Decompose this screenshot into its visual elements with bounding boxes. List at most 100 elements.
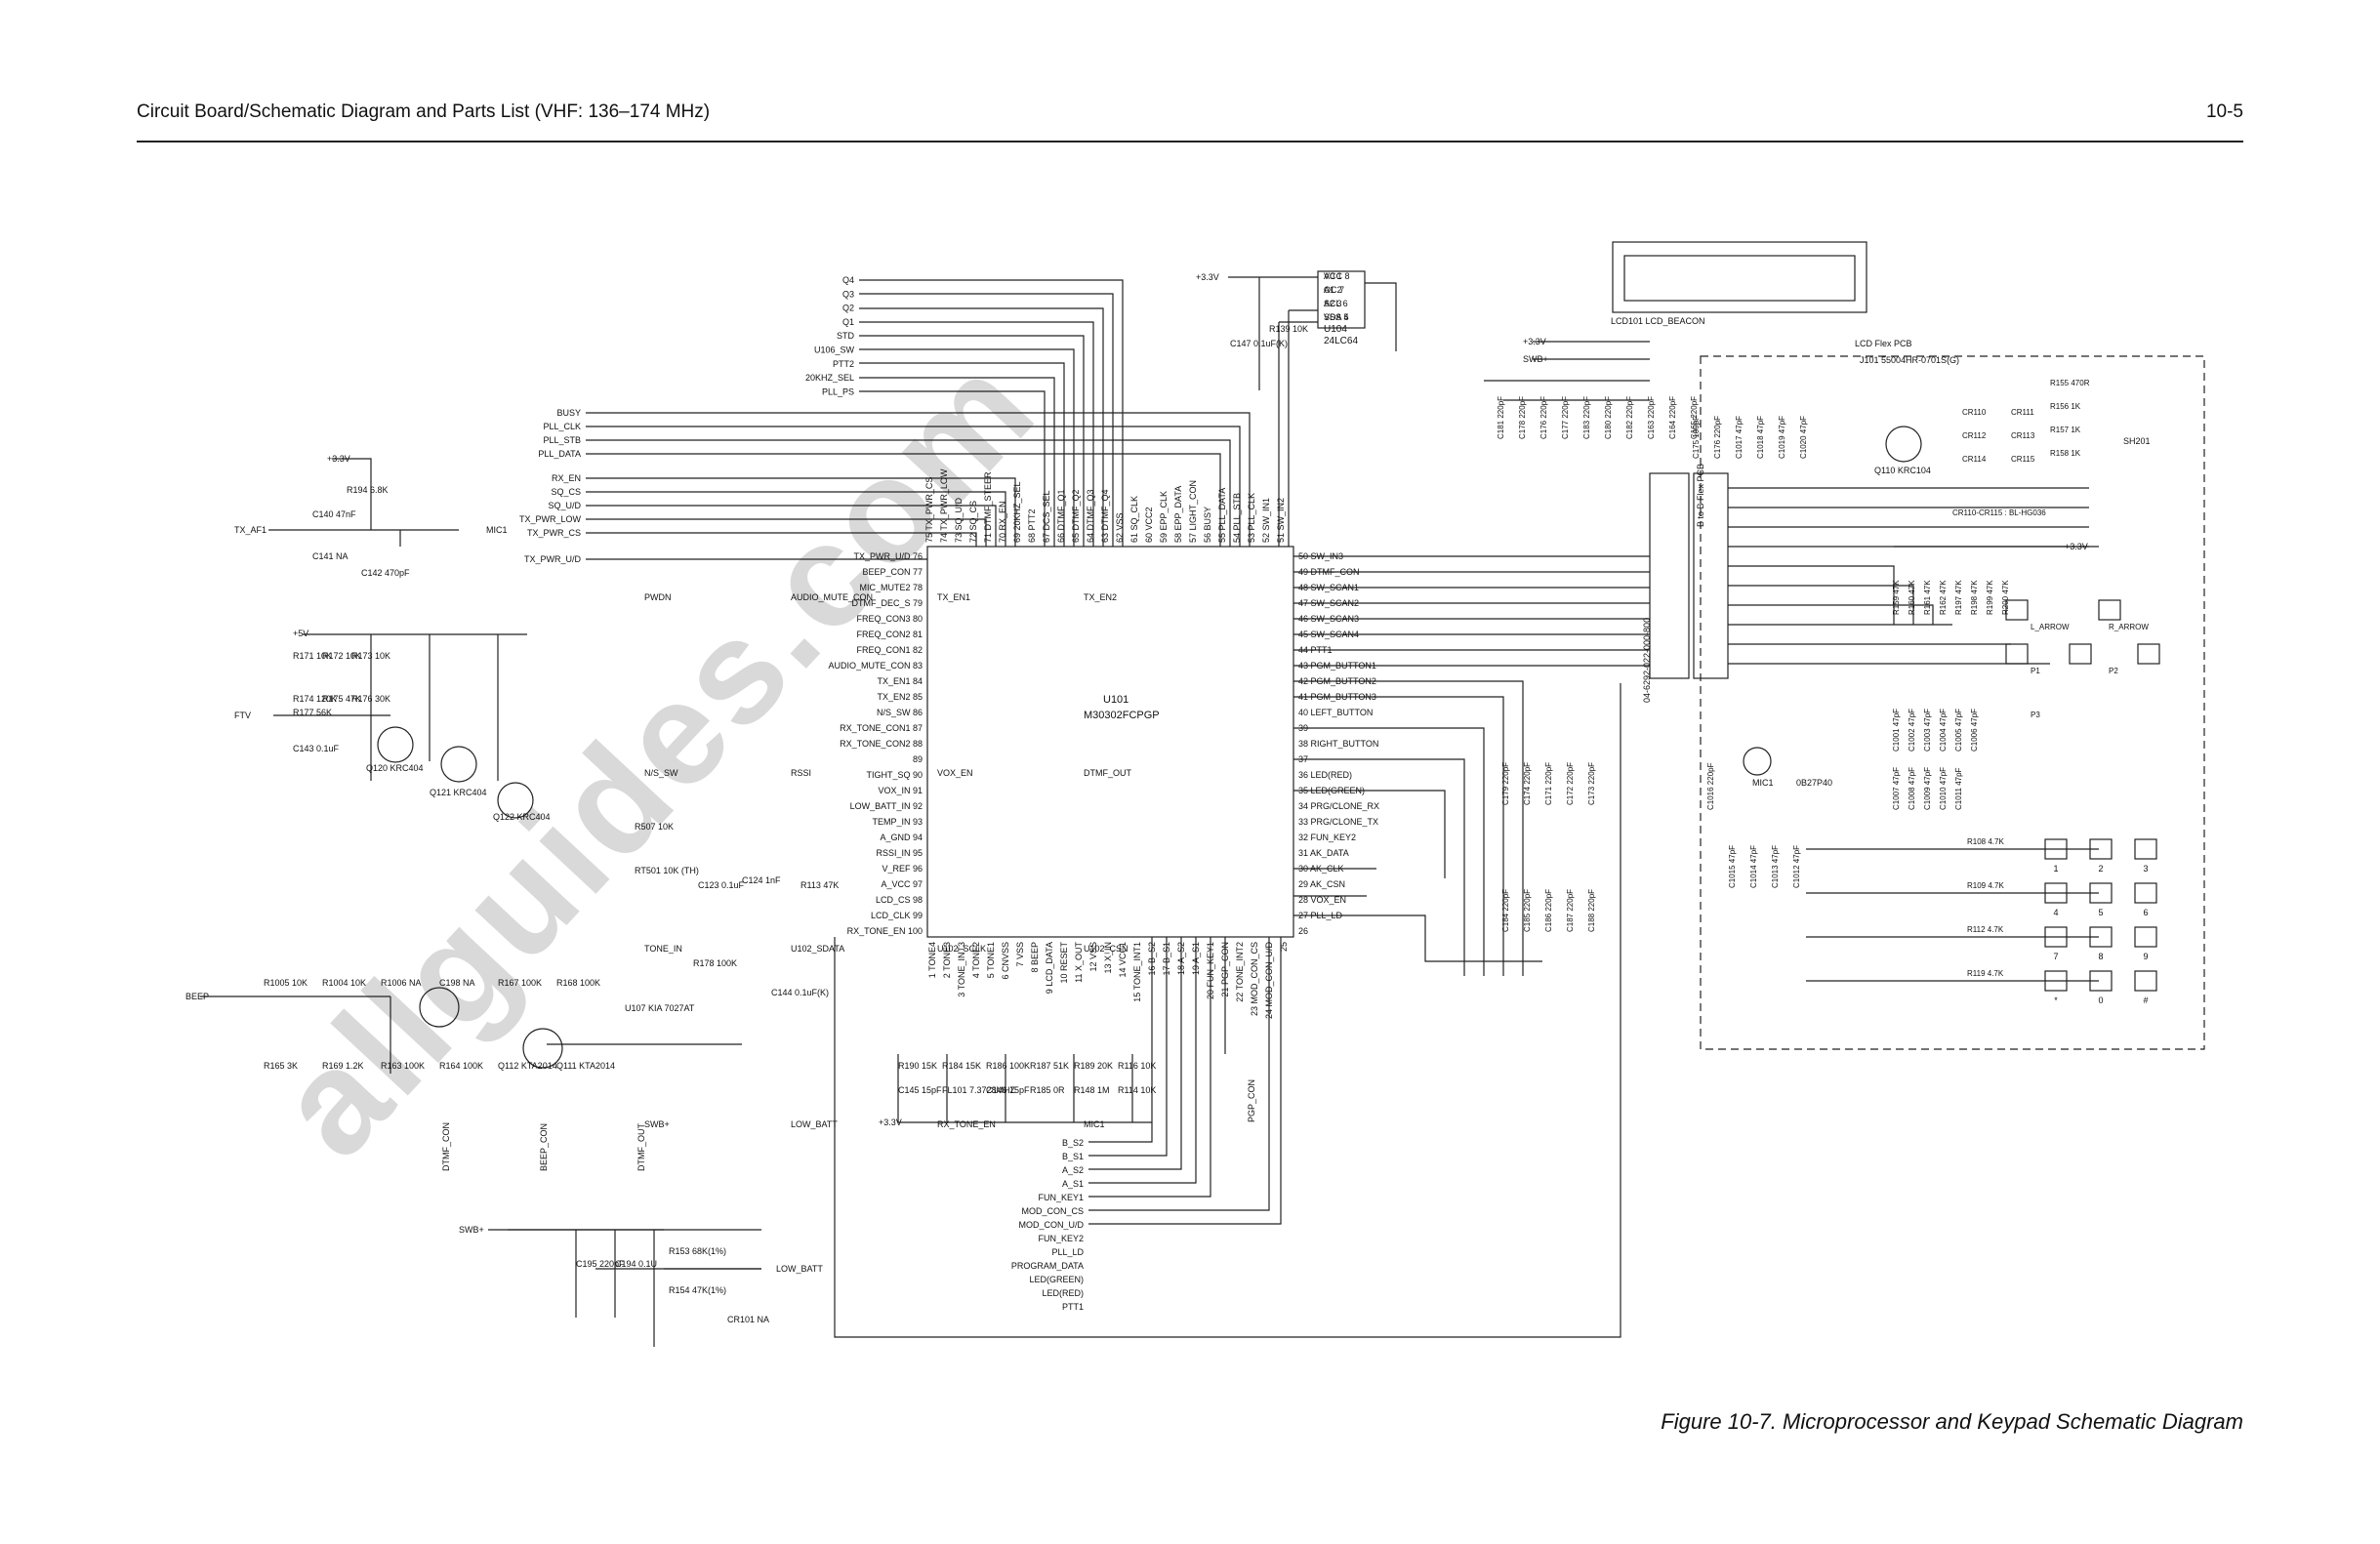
component-labels: Q4Q3Q2Q1STDU106_SWPTT220KHZ_SELPLL_PSBUS… bbox=[185, 271, 2151, 1324]
mcu-top-pin: 62 VSS bbox=[1115, 512, 1125, 543]
port-label: LOW_BATT bbox=[776, 1264, 823, 1274]
eeprom-pin: VCC 8 bbox=[1324, 271, 1350, 281]
top-input-port: STD bbox=[837, 331, 855, 341]
mcu-right-pin: 34 PRG/CLONE_RX bbox=[1298, 801, 1379, 811]
supply-label: SWB+ bbox=[459, 1225, 484, 1235]
component-label: R184 15K bbox=[942, 1061, 981, 1071]
mcu-top-pin: 59 EPP_CLK bbox=[1159, 491, 1169, 543]
eeprom-part: 24LC64 bbox=[1324, 336, 1358, 346]
mcu-bottom-pin: 25 bbox=[1279, 942, 1289, 952]
resistor-label: R160 47K bbox=[1908, 580, 1916, 615]
resistor-label: R162 47K bbox=[1939, 580, 1948, 615]
resistor-label: R139 10K bbox=[1269, 324, 1308, 334]
port-label: B_S2 bbox=[1062, 1138, 1084, 1148]
eeprom-body bbox=[1317, 270, 1366, 329]
mcu-bottom-pin: 12 VSS bbox=[1088, 942, 1098, 972]
port-label: MOD_CON_CS bbox=[1021, 1206, 1084, 1216]
mcu-top-pin: 69 20KHZ_SEL bbox=[1012, 481, 1022, 543]
mcu-bottom-pin: 7 VSS bbox=[1015, 942, 1025, 967]
mcu-right-pin: 35 LED(GREEN) bbox=[1298, 786, 1365, 795]
mcu-top-pin: 58 EPP_DATA bbox=[1173, 486, 1183, 543]
capacitor-label: C186 220pF bbox=[1544, 889, 1553, 932]
capacitor-label: C163 220pF bbox=[1647, 396, 1656, 439]
mcu-right-pin: 41 PGM_BUTTON3 bbox=[1298, 692, 1376, 702]
port-label: U102_SDATA bbox=[791, 944, 844, 954]
resistor-label: R119 4.7K bbox=[1967, 969, 2004, 978]
mcu-right-pin: 36 LED(RED) bbox=[1298, 770, 1352, 780]
led-label: CR111 bbox=[2011, 408, 2034, 417]
mcu-right-pin: 43 PGM_BUTTON1 bbox=[1298, 661, 1376, 670]
connector-label: 04-6292-022-000-800 bbox=[1642, 618, 1652, 703]
mcu-top-pin: 52 SW_IN1 bbox=[1261, 498, 1271, 543]
right-block-wires bbox=[1484, 341, 2099, 982]
component-label: R186 100K bbox=[986, 1061, 1030, 1071]
mcu-bottom-pin: 2 TONE3 bbox=[942, 942, 952, 978]
mcu-left-pin: TX_EN2 85 bbox=[877, 692, 923, 702]
resistor-label: R155 470R bbox=[2050, 379, 2090, 387]
led-label: CR114 bbox=[1962, 455, 1987, 464]
port-label: PWDN bbox=[644, 592, 672, 602]
component-label: R116 10K bbox=[1118, 1061, 1156, 1071]
component-label: R114 10K bbox=[1118, 1085, 1156, 1095]
mcu-right-pin: 37 bbox=[1298, 754, 1308, 764]
capacitor-label: C194 0.1U bbox=[615, 1259, 657, 1269]
component-label: R1004 10K bbox=[322, 978, 366, 988]
mcu-left-pin: N/S_SW 86 bbox=[877, 708, 923, 717]
mcu-right-pin: 49 DTMF_CON bbox=[1298, 567, 1360, 577]
mcu-top-pin: 70 RX_EN bbox=[998, 501, 1007, 543]
resistor-label: R199 47K bbox=[1986, 580, 1994, 615]
resistor-label: R113 47K bbox=[800, 880, 839, 890]
eeprom-pin: OC 7 bbox=[1324, 285, 1344, 295]
left-input-port: PLL_CLK bbox=[543, 422, 581, 431]
component-label: C198 NA bbox=[439, 978, 475, 988]
capacitor-label: C1004 47pF bbox=[1939, 709, 1948, 752]
port-label: DTMF_OUT bbox=[636, 1123, 646, 1171]
page-title: Circuit Board/Schematic Diagram and Part… bbox=[137, 102, 711, 122]
top-input-port: Q3 bbox=[842, 289, 854, 299]
mcu-right-pin: 44 PTT1 bbox=[1298, 645, 1333, 655]
mcu-body bbox=[926, 546, 1294, 938]
supply-label: +3.3V bbox=[327, 454, 350, 464]
port-label: DTMF_OUT bbox=[1084, 768, 1131, 778]
top-input-port: Q2 bbox=[842, 304, 854, 313]
capacitor-label: C1008 47pF bbox=[1908, 767, 1916, 810]
port-label: MOD_CON_U/D bbox=[1018, 1220, 1084, 1230]
component-label: R1006 NA bbox=[381, 978, 422, 988]
mic-label: 0B27P40 bbox=[1796, 778, 1832, 788]
mcu-right-pin: 28 VOX_EN bbox=[1298, 895, 1346, 905]
led-label: CR112 bbox=[1962, 431, 1987, 440]
capacitor-label: C123 0.1uF bbox=[698, 880, 745, 890]
mcu-bottom-pin: 6 CNVSS bbox=[1001, 942, 1010, 980]
capacitor-label: C180 220pF bbox=[1604, 396, 1613, 439]
component-label: R163 100K bbox=[381, 1061, 425, 1071]
left-input-port: PLL_STB bbox=[543, 435, 581, 445]
port-label: A_S1 bbox=[1062, 1179, 1084, 1189]
keypad-key-label: 6 bbox=[2143, 908, 2148, 917]
mcu-bottom-pin: 5 TONE1 bbox=[986, 942, 996, 978]
keypad-key-label: 2 bbox=[2098, 864, 2103, 874]
mcu-bottom-pin: 18 A_S2 bbox=[1176, 942, 1186, 975]
mcu-right-pin: 46 SW_SCAN3 bbox=[1298, 614, 1359, 624]
resistor-label: R177 56K bbox=[293, 708, 332, 717]
mcu-part: M30302FCPGP bbox=[1084, 710, 1160, 721]
mcu-top-pin: 51 SW_IN2 bbox=[1276, 498, 1286, 543]
port-label: VOX_EN bbox=[937, 768, 973, 778]
supply-label: +3.3V bbox=[879, 1117, 902, 1127]
capacitor-label: C1018 47pF bbox=[1756, 416, 1765, 459]
mcu-bottom-pin: 8 BEEP bbox=[1030, 942, 1040, 973]
keypad-key-label: 8 bbox=[2098, 952, 2103, 961]
capacitor-label: C1015 47pF bbox=[1728, 845, 1737, 888]
component-label: FL101 7.3728MHZ bbox=[942, 1085, 1016, 1095]
keypad-key-label: 0 bbox=[2098, 995, 2103, 1005]
mcu-ref: U101 bbox=[1103, 694, 1128, 706]
mcu-left-pin: RX_TONE_EN 100 bbox=[847, 926, 923, 936]
mcu-bottom-pin: 14 VCC1 bbox=[1118, 942, 1128, 978]
left-input-port: BUSY bbox=[556, 408, 581, 418]
capacitor-label: C144 0.1uF(K) bbox=[771, 988, 829, 997]
mcu-left-pin: MIC_MUTE2 78 bbox=[859, 583, 923, 592]
capacitor-label: C164 220pF bbox=[1668, 396, 1677, 439]
lcd-module bbox=[1612, 241, 1867, 313]
keypad-key-label: 1 bbox=[2053, 864, 2058, 874]
mcu-right-pin: 26 bbox=[1298, 926, 1308, 936]
